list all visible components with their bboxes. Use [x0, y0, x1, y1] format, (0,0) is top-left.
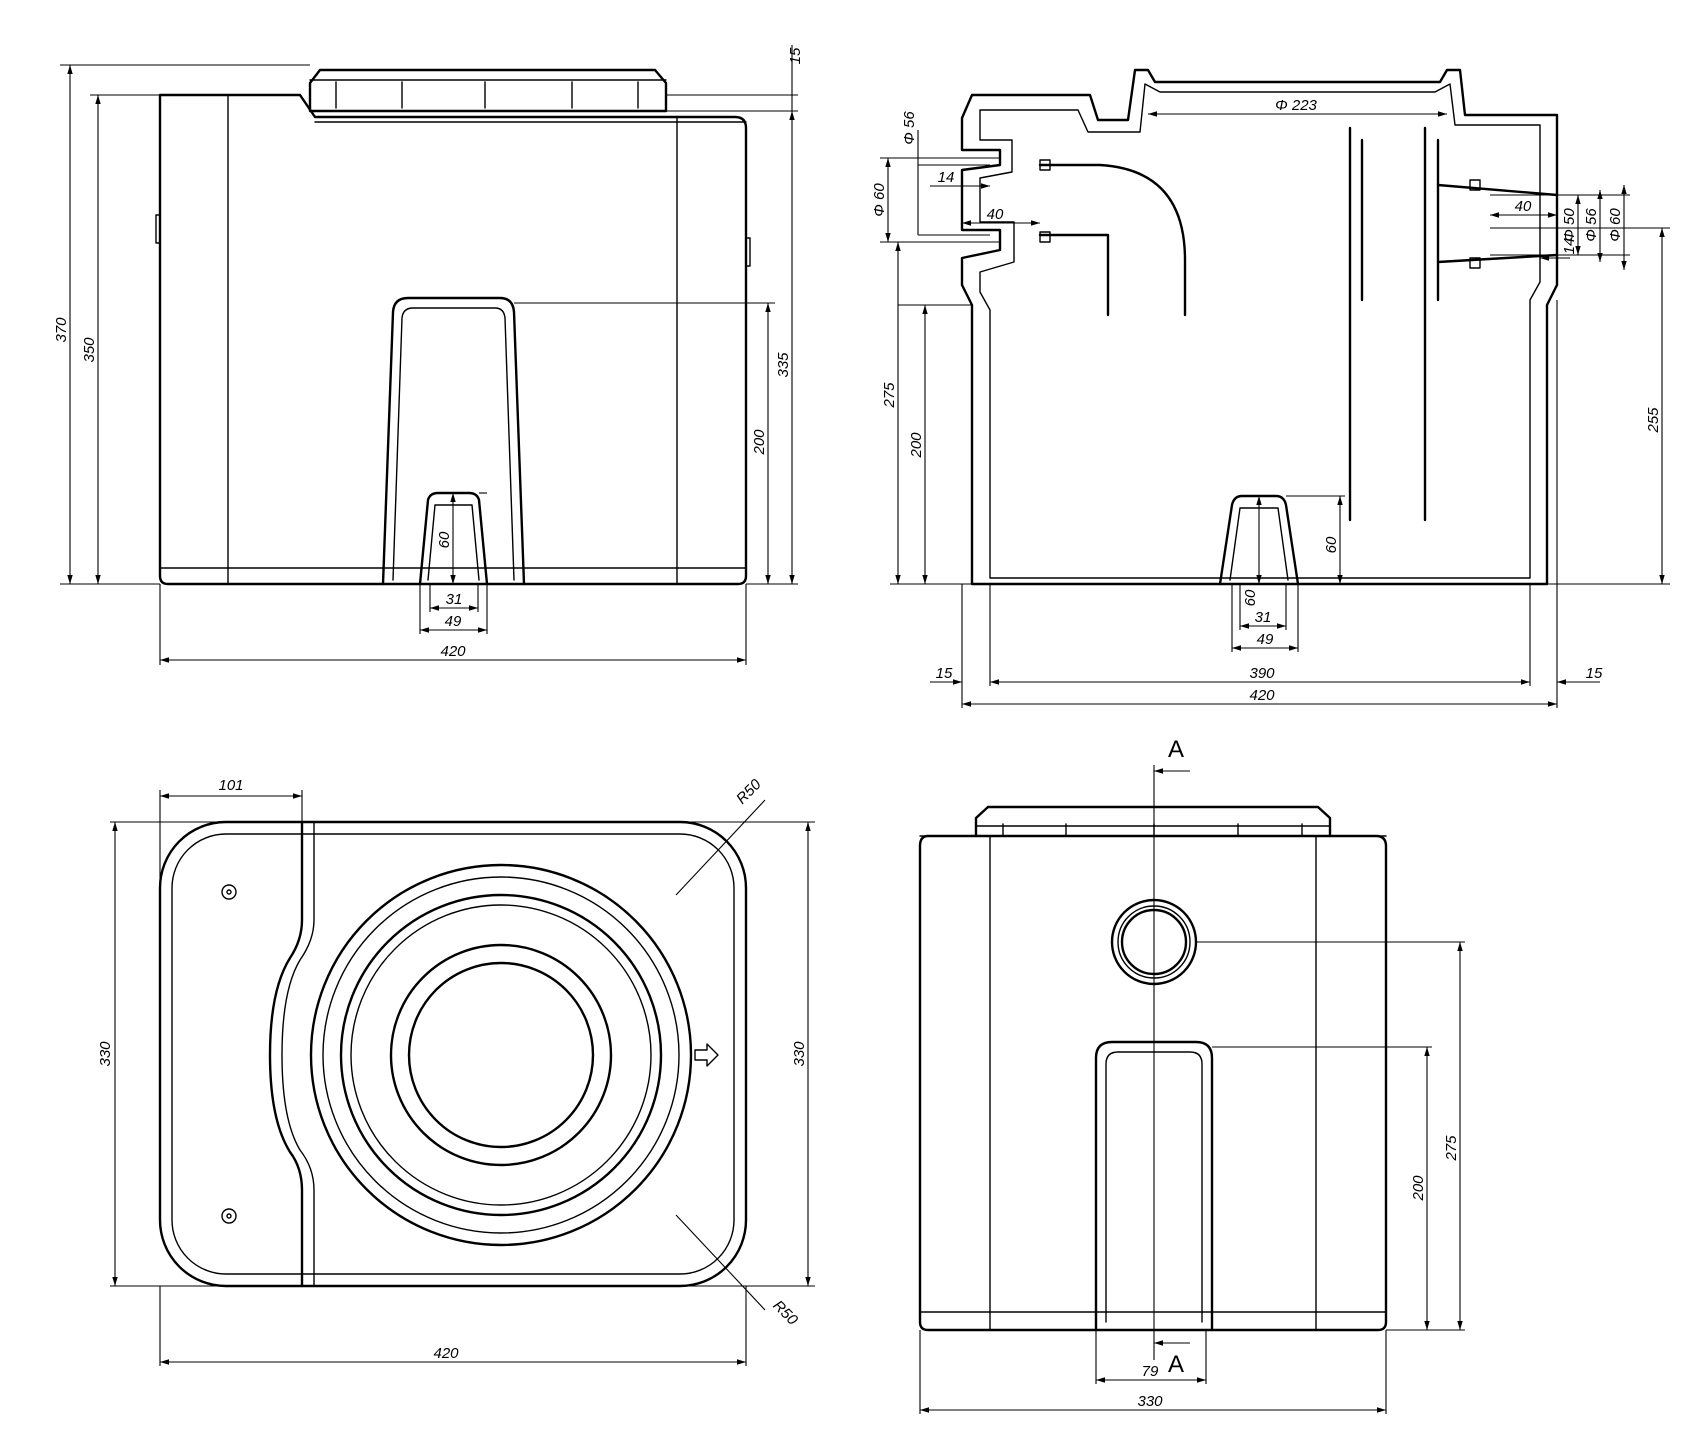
section-label-bottom: A	[1168, 1351, 1184, 1378]
top-view: 101 R50 R50 330 330 420	[97, 776, 815, 1366]
top-bolt-icon	[221, 1208, 237, 1224]
tank-body-outline	[158, 93, 748, 586]
channel-inner-line	[392, 307, 515, 581]
dim-49: 49	[1257, 631, 1274, 648]
inlet-clip	[1039, 231, 1051, 243]
dim-phi56-left: Φ 56	[901, 111, 918, 145]
dim-r50-bottom: R50	[769, 1297, 801, 1329]
dim-15-top: 15	[787, 47, 804, 64]
top-outline	[158, 820, 748, 1288]
lid-ring-outer	[309, 863, 693, 1247]
dim-330-right: 330	[791, 1041, 808, 1067]
inlet-elbow-outer	[1038, 163, 1187, 317]
dim-335: 335	[775, 352, 792, 378]
section-label-top: A	[1168, 736, 1184, 763]
side-tab-right	[745, 237, 751, 267]
channel-outline	[381, 296, 526, 586]
tank-wall-inner	[979, 83, 1541, 579]
side-view: A A 275 200 79 330	[918, 736, 1465, 1414]
outlet-clip	[1469, 257, 1481, 269]
opening-inner	[407, 961, 595, 1149]
dim-350: 350	[81, 337, 98, 363]
side-body-outline	[918, 834, 1388, 1332]
dim-101: 101	[218, 777, 243, 794]
inlet-elbow-inner	[1038, 233, 1110, 317]
lid-outline	[308, 68, 668, 113]
dim-60-right: 60	[1323, 536, 1340, 553]
outlet-clip	[1469, 179, 1481, 191]
flow-arrow-icon	[694, 1043, 719, 1067]
lid-ring-2	[322, 876, 680, 1234]
section-view: Φ 56 Φ 60 14 40 Φ 223 275 200 60 60 31 4…	[871, 68, 1670, 708]
top-bolt-icon	[221, 884, 237, 900]
front-view: 370 350 15 335 200 60 31 49 420	[53, 45, 804, 665]
dim-390: 390	[1249, 665, 1275, 682]
dim-255: 255	[1645, 407, 1662, 434]
top-partition	[268, 820, 304, 1288]
dim-49: 49	[445, 613, 462, 630]
dim-phi50: Φ 50	[1561, 208, 1578, 242]
tank-wall-outer	[960, 68, 1559, 586]
dim-79: 79	[1142, 1363, 1159, 1380]
side-tab-left	[155, 214, 161, 244]
baffle-right	[1423, 126, 1440, 522]
dim-200: 200	[908, 432, 925, 459]
dim-15-right: 15	[1586, 665, 1603, 682]
top-inner-outline	[171, 833, 735, 1275]
top-bolt-icon	[226, 889, 232, 895]
dim-phi60-left: Φ 60	[871, 183, 888, 217]
dim-275: 275	[881, 382, 898, 409]
r50-leader	[675, 799, 766, 896]
dim-14-left: 14	[938, 169, 955, 186]
dim-60: 60	[436, 531, 453, 548]
dim-60-notch: 60	[1242, 589, 1259, 606]
dim-15-left: 15	[936, 665, 953, 682]
dim-420: 420	[433, 1345, 459, 1362]
dim-31: 31	[1255, 609, 1272, 626]
dim-phi223: Φ 223	[1275, 97, 1317, 114]
side-lid-outline	[974, 805, 1332, 838]
inlet-clip	[1039, 159, 1051, 171]
baffle-left	[1348, 126, 1364, 522]
dim-40-right: 40	[1515, 198, 1532, 215]
dim-phi56-right: Φ 56	[1583, 208, 1600, 242]
lid-ring-3	[339, 893, 663, 1217]
top-bolt-icon	[226, 1213, 232, 1219]
dim-40-left: 40	[987, 206, 1004, 223]
lid-ring-4	[350, 904, 652, 1206]
dim-phi60-right: Φ 60	[1607, 208, 1624, 242]
dim-420: 420	[440, 643, 466, 660]
dim-200: 200	[751, 429, 768, 456]
outlet-pipe	[1436, 183, 1559, 264]
dim-31: 31	[446, 591, 463, 608]
dim-200: 200	[1410, 1175, 1427, 1202]
dim-370: 370	[53, 317, 70, 343]
dim-330: 330	[1137, 1393, 1163, 1410]
opening-outer	[389, 943, 613, 1167]
dim-275: 275	[1443, 1135, 1460, 1162]
dim-420: 420	[1249, 687, 1275, 704]
dim-330-left: 330	[97, 1041, 114, 1067]
r50-leader	[675, 1214, 766, 1311]
dim-14-right: 14	[1561, 238, 1578, 255]
top-partition-inner	[281, 821, 315, 1287]
dim-r50-top: R50	[733, 776, 765, 808]
